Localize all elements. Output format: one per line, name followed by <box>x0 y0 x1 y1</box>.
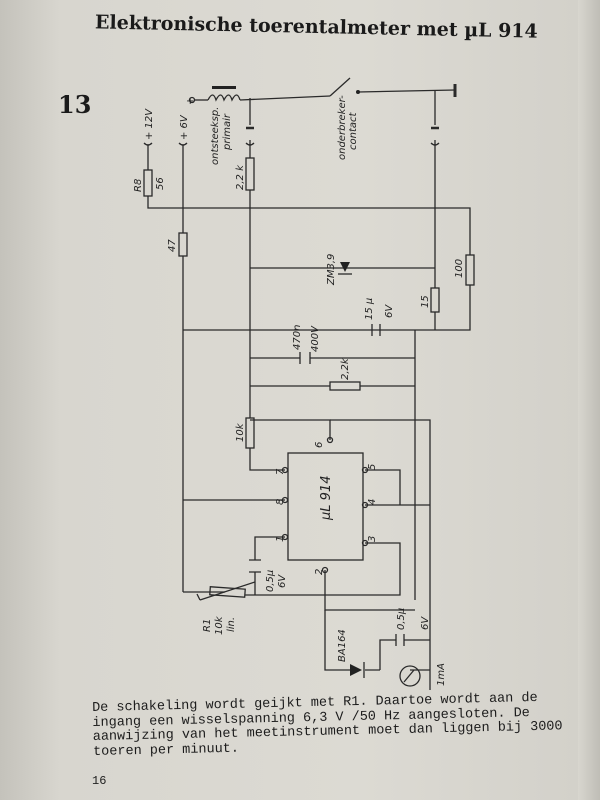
connectors <box>143 126 440 146</box>
pin-5-label: 5 <box>367 464 378 470</box>
pin-4-label: 4 <box>367 499 378 505</box>
potentiometer-r1 <box>209 586 246 598</box>
label-r8-value: 56 <box>155 177 166 190</box>
capacitors <box>249 324 405 646</box>
label-c15u: 15 µ <box>364 298 375 320</box>
resistor-r8 <box>143 169 153 197</box>
page-edge <box>578 0 600 800</box>
diode-icon <box>350 664 362 676</box>
zener-diode-icon <box>340 262 350 272</box>
pin-2-label: 2 <box>314 569 325 575</box>
resistor-2k2-top <box>245 157 255 191</box>
pin-3-label: 3 <box>367 536 378 542</box>
label-r1-value: 10k <box>214 615 225 635</box>
caption-text: De schakeling wordt geijkt met R1. Daart… <box>91 690 563 760</box>
label-r8-name: R8 <box>133 179 144 192</box>
label-coil-1: ontsteeksp. <box>210 107 221 165</box>
label-c470n-voltage: 400V <box>310 325 321 352</box>
label-r1-name: R1 <box>202 619 213 632</box>
label-breaker-1: onderbreker- <box>337 95 348 160</box>
label-ic: µL 914 <box>319 476 334 521</box>
label-coil-2: primair <box>222 113 233 151</box>
pin-7-label: 7 <box>275 468 286 475</box>
label-plus6v: + 6V <box>179 114 190 140</box>
resistor-2k2-mid <box>329 381 361 391</box>
label-c15u-voltage: 6V <box>384 304 395 318</box>
meter-needle <box>403 669 415 683</box>
label-r1-type: lin. <box>226 617 237 632</box>
resistor-47 <box>178 232 188 257</box>
page-number: 16 <box>92 774 107 788</box>
switch-contact <box>356 90 360 94</box>
pin-8-label: 8 <box>275 499 286 505</box>
label-r10k: 10k <box>235 422 246 442</box>
figure-number: 13 <box>58 90 92 119</box>
breaker-switch-icon <box>329 77 351 97</box>
ic-pin-terminals <box>281 436 369 574</box>
meter-icon <box>399 665 421 687</box>
label-meter: 1mA <box>436 663 447 686</box>
label-plus12v: + 12V <box>144 108 155 140</box>
label-r100: 100 <box>454 259 465 278</box>
resistor-15 <box>430 287 440 313</box>
pin-1-label: 1 <box>275 536 286 542</box>
label-r-2k2-mid: 2,2k <box>340 357 351 380</box>
label-r47: 47 <box>167 239 178 252</box>
label-r-2k2-top: 2,2 k <box>235 164 246 190</box>
pin-6-label: 6 <box>314 442 325 448</box>
label-c05u-a-voltage: 6V <box>277 574 288 588</box>
label-c05u-b: 0,5µ <box>396 608 407 630</box>
label-zener: ZM3,9 <box>326 254 337 286</box>
label-diode: BA164 <box>337 629 348 662</box>
label-c05u-b-voltage: 6V <box>420 616 431 630</box>
coil-core <box>212 86 236 89</box>
label-breaker-2: contact <box>348 111 359 150</box>
label-c470n: 470n <box>292 325 303 350</box>
label-plus: + <box>186 96 194 107</box>
wires <box>147 89 471 690</box>
label-r15: 15 <box>420 295 431 308</box>
label-c05u-a: 0,5µ <box>265 570 276 592</box>
resistor-100 <box>465 254 475 286</box>
resistor-10k <box>245 417 255 449</box>
resistors <box>143 157 475 601</box>
